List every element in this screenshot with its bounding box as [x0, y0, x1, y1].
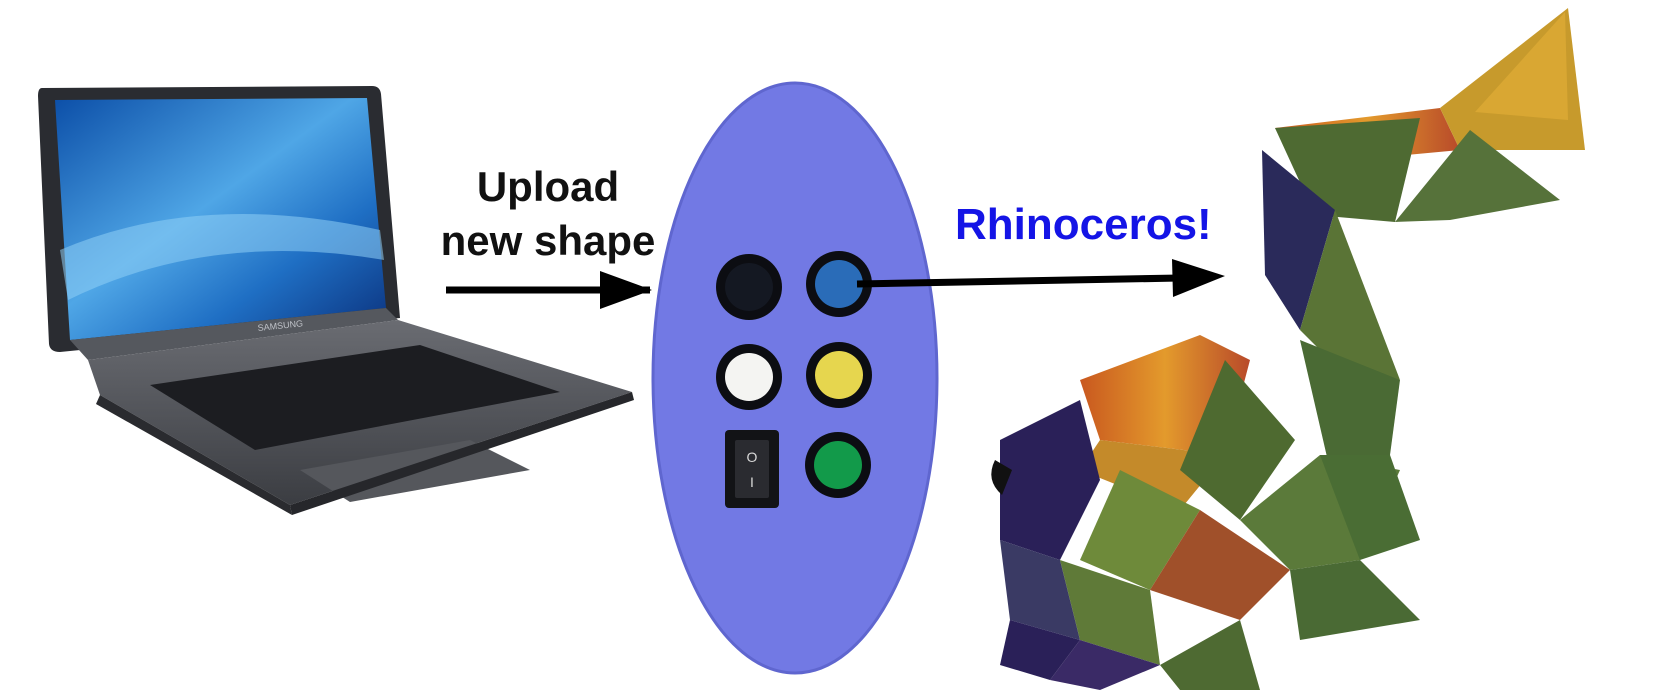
result-arrow	[856, 274, 1181, 288]
laptop-image: SAMSUNG	[38, 86, 634, 515]
black-button	[716, 254, 782, 320]
controller-buttons: O I	[716, 251, 872, 508]
yellow-button	[806, 342, 872, 408]
controller-image	[651, 81, 939, 675]
switch-off-glyph: I	[750, 474, 754, 490]
blue-button	[806, 251, 872, 317]
white-button	[716, 344, 782, 410]
upload-label: Upload new shape	[418, 160, 678, 268]
laptop-brand-text: SAMSUNG	[257, 318, 303, 333]
upload-label-line2: new shape	[440, 217, 656, 264]
switch-on-glyph: O	[747, 449, 758, 465]
power-switch: O I	[725, 430, 779, 508]
upload-arrowhead	[600, 271, 652, 309]
upload-label-line1: Upload	[476, 163, 620, 210]
rhinoceros-label: Rhinoceros!	[955, 200, 1212, 249]
result-arrowhead	[1172, 259, 1225, 297]
rhinoceros-robot-image	[991, 8, 1585, 690]
green-button	[805, 432, 871, 498]
